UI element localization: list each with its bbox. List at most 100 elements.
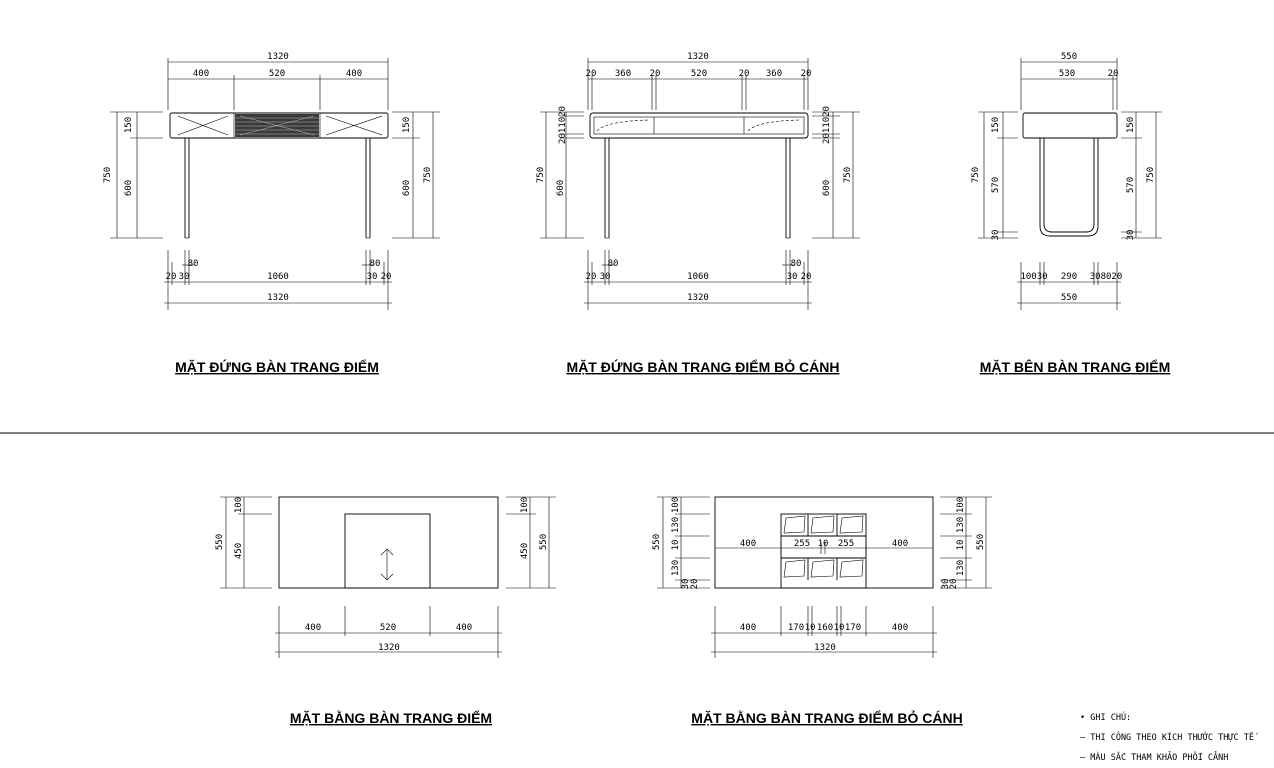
dim-top-total: 550 xyxy=(1061,52,1077,62)
dim-left-550: 550 xyxy=(215,534,225,550)
plan-view-open: 400 255 10 255 400 550 100 130 10 130 30… xyxy=(652,496,992,726)
dim-right-550: 550 xyxy=(976,534,986,550)
dim-bot-total: 1320 xyxy=(687,293,709,303)
dim-bot-290: 290 xyxy=(1061,272,1077,282)
dim-mid-400a: 400 xyxy=(740,539,756,549)
dim-left-100: 100 xyxy=(671,497,681,513)
dim-right-750: 750 xyxy=(1146,167,1156,183)
dim-right-10: 10 xyxy=(956,540,966,551)
dim-right-130b: 130 xyxy=(956,560,966,576)
dim-right-30: 30 xyxy=(1126,230,1136,241)
title-side-elevation: MẶT BÊN BÀN TRANG ĐIỂM xyxy=(980,358,1171,375)
dim-left-150: 150 xyxy=(991,117,1001,133)
dim-bot-1060: 1060 xyxy=(687,272,709,282)
dim-bot-10a: 10 xyxy=(805,623,816,633)
dim-bot-total: 1320 xyxy=(378,643,400,653)
dim-left-150: 150 xyxy=(124,117,134,133)
dim-right-750: 750 xyxy=(423,167,433,183)
title-front-elevation-open: MẶT ĐỨNG BÀN TRANG ĐIỂM BỎ CÁNH xyxy=(567,358,840,375)
dim-bot-total: 1320 xyxy=(267,293,289,303)
notes-block: • GHI CHÚ: – THI CÔNG THEO KÍCH THƯỚC TH… xyxy=(1080,711,1258,763)
dim-left-750: 750 xyxy=(971,167,981,183)
dim-left-450: 450 xyxy=(234,543,244,559)
dim-left-130a: 130 xyxy=(671,517,681,533)
dim-left-550: 550 xyxy=(652,534,662,550)
dim-top-360b: 360 xyxy=(766,69,782,79)
notes-line-1: – THI CÔNG THEO KÍCH THƯỚC THỰC TẾ xyxy=(1080,731,1258,743)
dim-bot-170b: 170 xyxy=(845,623,861,633)
dim-top-520: 520 xyxy=(691,69,707,79)
dim-bot-20a: 20 xyxy=(166,272,177,282)
dim-mid-255a: 255 xyxy=(794,539,810,549)
dim-mid-255b: 255 xyxy=(838,539,854,549)
dim-top-360a: 360 xyxy=(615,69,631,79)
dim-right-30: 30 xyxy=(941,579,951,590)
dim-bot-80a: 80 xyxy=(188,259,199,269)
dim-mid-400b: 400 xyxy=(892,539,908,549)
front-elevation-open: 1320 20 360 20 520 20 360 20 2011020 750… xyxy=(536,52,860,375)
dim-left-20: 20 xyxy=(690,579,700,590)
dim-right-450: 450 xyxy=(520,543,530,559)
dim-bot-80b: 80 xyxy=(370,259,381,269)
dim-bot-total: 550 xyxy=(1061,293,1077,303)
dim-left-750: 750 xyxy=(103,167,113,183)
dim-left-570: 570 xyxy=(991,177,1001,193)
dim-top-20c: 20 xyxy=(739,69,750,79)
dim-bot-30a: 30 xyxy=(179,272,190,282)
dim-mid-10: 10 xyxy=(818,539,829,549)
dim-bot-20b: 20 xyxy=(381,272,392,282)
dim-right-stack: 2011020 xyxy=(822,106,832,144)
dim-left-100: 100 xyxy=(234,497,244,513)
dim-top-20d: 20 xyxy=(801,69,812,79)
dim-bot-30b: 30 xyxy=(367,272,378,282)
dim-right-550: 550 xyxy=(539,534,549,550)
dim-right-600: 600 xyxy=(822,180,832,196)
dim-bot-308020: 308020 xyxy=(1090,272,1123,282)
dim-left-stack: 2011020 xyxy=(558,106,568,144)
title-front-elevation: MẶT ĐỨNG BÀN TRANG ĐIỂM xyxy=(175,358,379,375)
dim-right-570: 570 xyxy=(1126,177,1136,193)
dim-right-130a: 130 xyxy=(956,517,966,533)
notes-heading: • GHI CHÚ: xyxy=(1080,711,1131,723)
dim-bot-400a: 400 xyxy=(740,623,756,633)
dim-top-mid: 520 xyxy=(269,69,285,79)
dim-right-20: 20 xyxy=(949,579,959,590)
dim-top-20a: 20 xyxy=(586,69,597,79)
dim-bot-1060: 1060 xyxy=(267,272,289,282)
dim-left-130b: 130 xyxy=(671,560,681,576)
dim-top-total: 1320 xyxy=(267,52,289,62)
dim-right-150: 150 xyxy=(402,117,412,133)
plan-view: 550 100 450 100 450 550 400 520 400 1320… xyxy=(215,496,556,726)
title-plan-view-open: MẶT BẰNG BÀN TRANG ĐIỂM BỎ CÁNH xyxy=(691,709,962,726)
dim-top-530: 530 xyxy=(1059,69,1075,79)
front-elevation: 1320 400 520 400 xyxy=(103,52,440,375)
dim-top-right: 400 xyxy=(346,69,362,79)
dim-right-100: 100 xyxy=(520,497,530,513)
dim-bot-520: 520 xyxy=(380,623,396,633)
dim-left-600: 600 xyxy=(556,180,566,196)
dim-bot-30a: 30 xyxy=(600,272,611,282)
dim-left-30: 30 xyxy=(681,579,691,590)
dim-right-150: 150 xyxy=(1126,117,1136,133)
dim-top-20b: 20 xyxy=(650,69,661,79)
dim-bot-20b: 20 xyxy=(801,272,812,282)
dim-bot-400b: 400 xyxy=(892,623,908,633)
side-elevation: 550 530 20 750 150 570 30 150 570 30 750 xyxy=(971,52,1170,375)
dim-bot-10030: 10030 xyxy=(1020,272,1047,282)
dim-bot-400a: 400 xyxy=(305,623,321,633)
dim-bot-30b: 30 xyxy=(787,272,798,282)
dim-right-100: 100 xyxy=(956,497,966,513)
dim-left-750: 750 xyxy=(536,167,546,183)
dim-top-20: 20 xyxy=(1108,69,1119,79)
dim-left-10: 10 xyxy=(671,540,681,551)
dim-bot-total: 1320 xyxy=(814,643,836,653)
dim-bot-170a: 170 xyxy=(788,623,804,633)
dim-bot-10b: 10 xyxy=(834,623,845,633)
dim-left-600: 600 xyxy=(124,180,134,196)
dim-top-total: 1320 xyxy=(687,52,709,62)
title-plan-view: MẶT BẰNG BÀN TRANG ĐIỂM xyxy=(290,709,492,726)
dim-bot-80b: 80 xyxy=(791,259,802,269)
dim-top-left: 400 xyxy=(193,69,209,79)
dim-bot-160: 160 xyxy=(817,623,833,633)
